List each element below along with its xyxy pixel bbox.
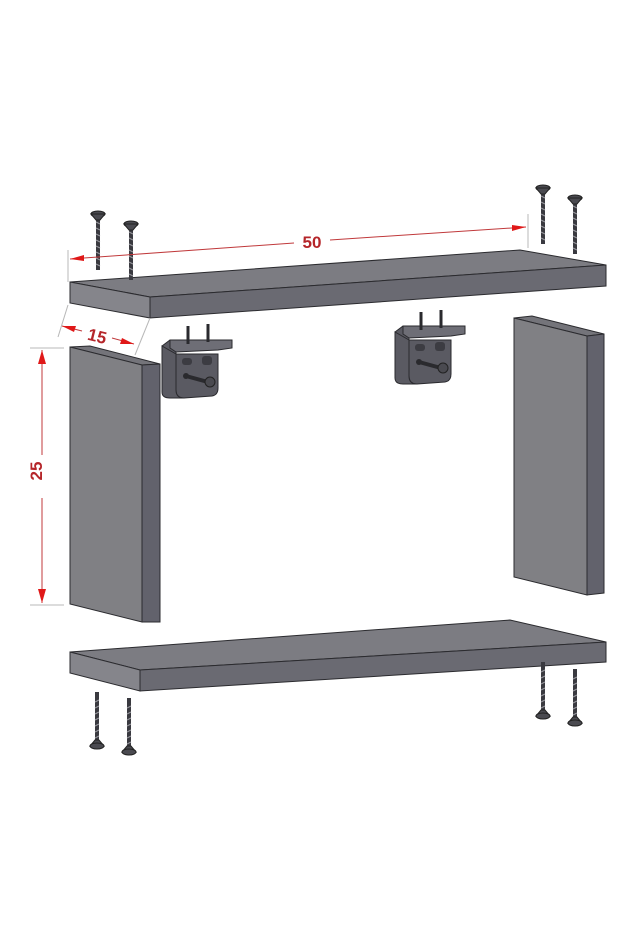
screw-icon (122, 219, 140, 282)
right-bracket (393, 308, 467, 386)
screw-icon (88, 690, 106, 751)
dimension-height-label: 25 (27, 462, 46, 481)
left-bracket (160, 322, 234, 400)
dimension-height: 25 (27, 347, 64, 606)
dimension-depth-label: 15 (86, 325, 109, 348)
dimension-width: 50 (67, 214, 529, 282)
screw-icon (534, 183, 552, 246)
screw-icon (566, 193, 584, 256)
right-side-panel (513, 315, 605, 596)
bottom-shelf-board (69, 619, 607, 692)
left-side-panel (69, 345, 161, 623)
screw-icon (120, 696, 138, 757)
screw-icon (534, 660, 552, 721)
dimension-depth: 15 (57, 304, 151, 356)
dimension-width-label: 50 (303, 233, 322, 252)
top-shelf-board (69, 249, 607, 319)
screw-icon (566, 667, 584, 728)
screw-icon (89, 209, 107, 272)
